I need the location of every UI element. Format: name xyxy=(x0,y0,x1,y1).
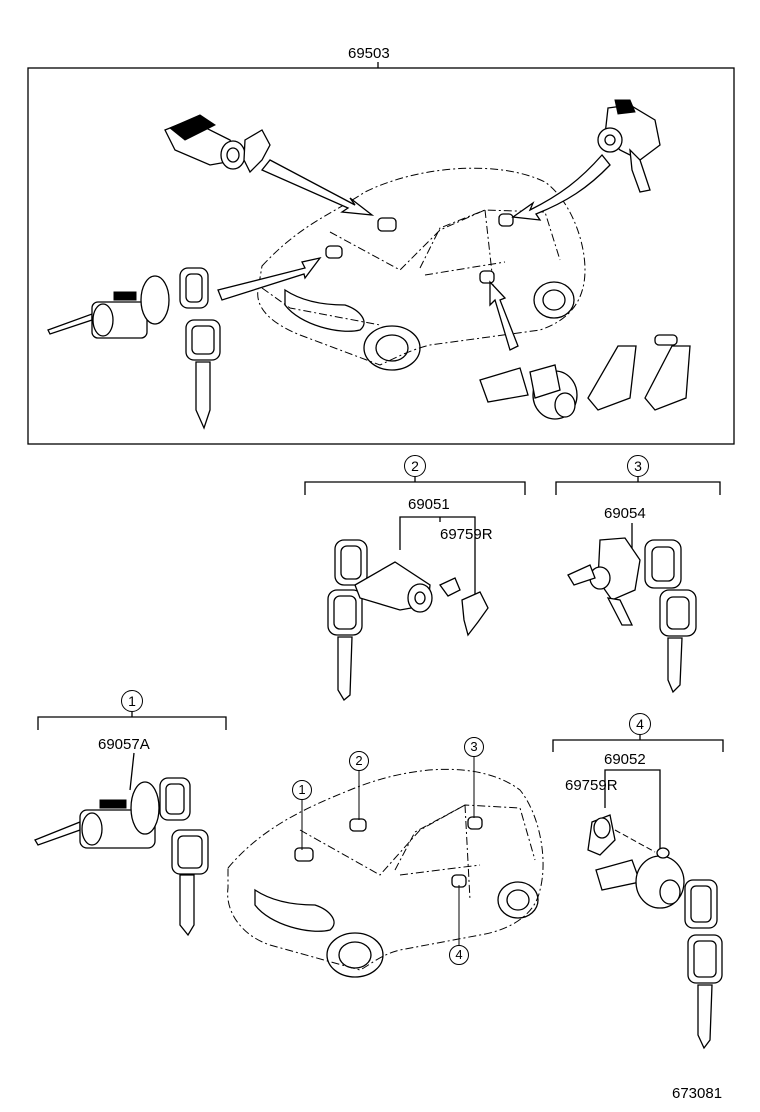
top-car-illustration xyxy=(257,167,586,371)
part-number-69759r-section-4: 69759R xyxy=(565,777,618,794)
kit-box-69503 xyxy=(27,62,735,445)
callout-2-section: 2 xyxy=(404,455,426,477)
part-number-69051: 69051 xyxy=(408,496,450,513)
section-2-bracket xyxy=(304,477,526,600)
car-callout-4: 4 xyxy=(449,945,469,965)
section-3-bracket xyxy=(555,477,721,548)
car-callout-1: 1 xyxy=(292,780,312,800)
callout-3-section: 3 xyxy=(627,455,649,477)
section-3-lock-set xyxy=(567,537,697,694)
part-number-69052: 69052 xyxy=(604,751,646,768)
part-number-69503: 69503 xyxy=(348,45,390,62)
figure-id: 673081 xyxy=(672,1085,723,1102)
blank-key-shapes xyxy=(587,334,691,411)
callout-1-section: 1 xyxy=(121,690,143,712)
top-ignition-lock xyxy=(47,267,221,430)
part-number-69054: 69054 xyxy=(604,505,646,522)
section-4-lock-set xyxy=(587,814,723,1050)
top-right-door-lock xyxy=(597,99,661,193)
section-2-lock-set xyxy=(327,539,489,701)
top-left-door-lock xyxy=(164,114,271,174)
part-number-69759r-section-2: 69759R xyxy=(440,526,493,543)
callout-4-section: 4 xyxy=(629,713,651,735)
section-4-bracket xyxy=(552,735,724,852)
car-callout-3: 3 xyxy=(464,737,484,757)
section-1-bracket xyxy=(37,712,227,791)
section-1-ignition-lock xyxy=(34,777,209,937)
top-box-arrows xyxy=(217,153,611,351)
car-callout-2: 2 xyxy=(349,751,369,771)
bottom-car-illustration xyxy=(227,757,544,978)
part-number-69057a: 69057A xyxy=(98,736,150,753)
top-door-cylinder xyxy=(479,364,578,420)
